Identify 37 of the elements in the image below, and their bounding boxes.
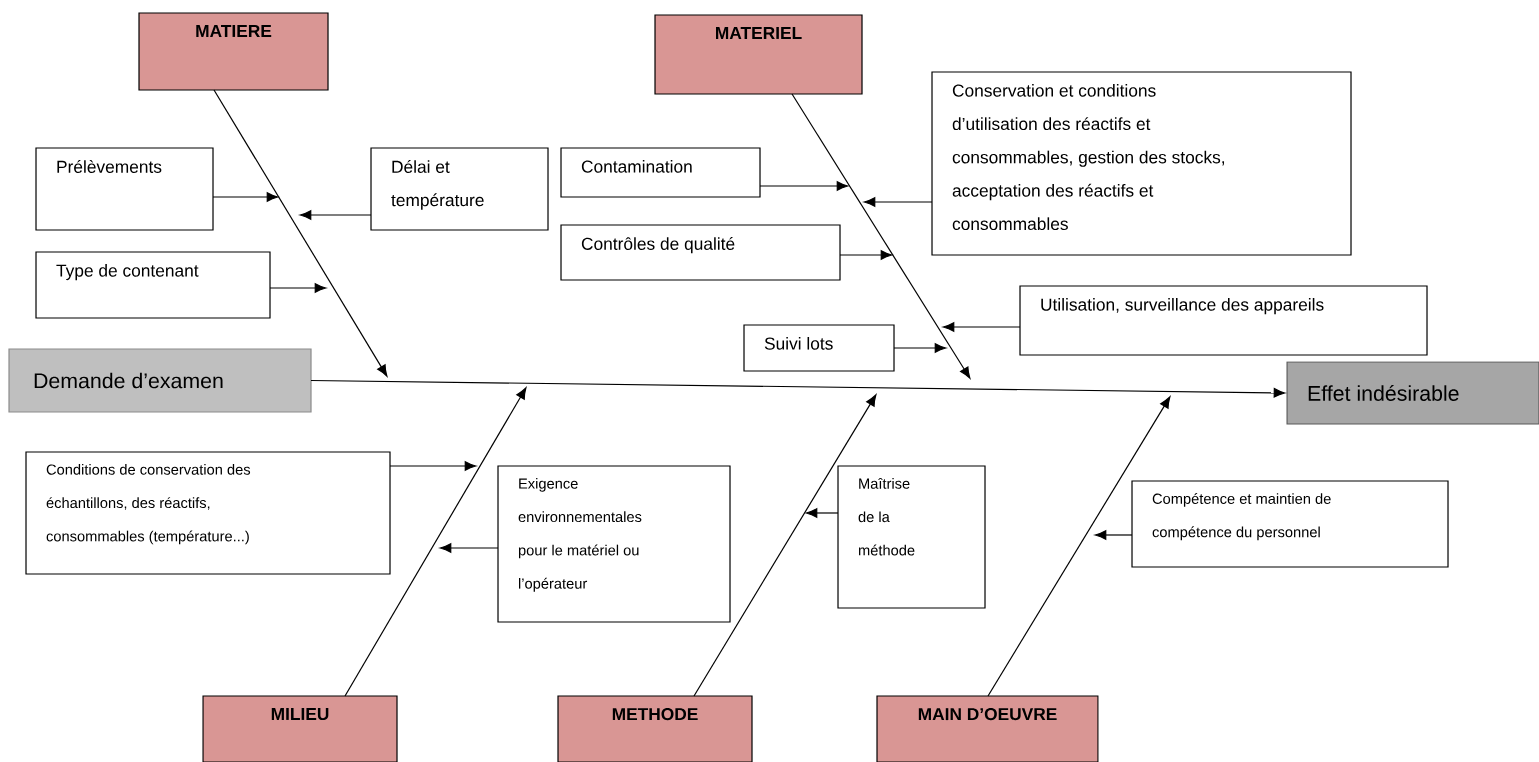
category-box: MAIN D’OEUVRE xyxy=(876,695,1099,762)
category-box: MILIEU xyxy=(202,695,398,762)
cause-arrow xyxy=(759,181,849,191)
bone-arrow xyxy=(213,89,388,377)
request-box: Demande d’examen xyxy=(8,348,312,413)
category-box: METHODE xyxy=(557,695,753,762)
cause-box: Contrôles de qualité xyxy=(560,224,841,281)
cause-arrow xyxy=(805,508,839,518)
cause-arrow xyxy=(212,192,279,202)
bone-arrow xyxy=(344,387,527,697)
category-box: MATERIEL xyxy=(654,14,863,95)
cause-arrow xyxy=(1094,530,1133,540)
cause-box: Exigence environnementales pour le matériel ou l’opérateur xyxy=(497,465,731,623)
cause-arrow xyxy=(299,210,372,220)
category-box: MATIERE xyxy=(138,12,329,91)
cause-arrow xyxy=(389,461,477,471)
cause-arrow xyxy=(942,322,1021,332)
cause-box: Délai et température xyxy=(370,147,549,231)
cause-arrow xyxy=(893,343,947,353)
cause-box: Conditions de conservation des échantillons, des réactifs, consommables (température...) xyxy=(25,451,391,575)
spine-arrow xyxy=(310,379,1286,398)
cause-box: Suivi lots xyxy=(743,324,895,372)
cause-box: Compétence et maintien de compétence du personnel xyxy=(1131,480,1449,568)
cause-box: Conservation et conditions d’utilisation des réactifs et consommables, gestion des stocks, acceptation des réactifs et consommables xyxy=(931,71,1352,256)
cause-box: Prélèvements xyxy=(35,147,214,231)
cause-arrow xyxy=(863,197,933,207)
cause-arrow xyxy=(269,283,327,293)
cause-box: Contamination xyxy=(560,147,761,198)
cause-box: Type de contenant xyxy=(35,251,271,319)
cause-box: Maîtrise de la méthode xyxy=(837,465,986,609)
cause-box: Utilisation, surveillance des appareils xyxy=(1019,285,1428,356)
cause-arrow xyxy=(439,543,499,553)
bone-arrow xyxy=(987,396,1171,697)
effect-box: Effet indésirable xyxy=(1286,361,1539,425)
bone-arrow xyxy=(791,93,971,379)
cause-arrow xyxy=(839,250,893,260)
bone-arrow xyxy=(693,394,877,697)
